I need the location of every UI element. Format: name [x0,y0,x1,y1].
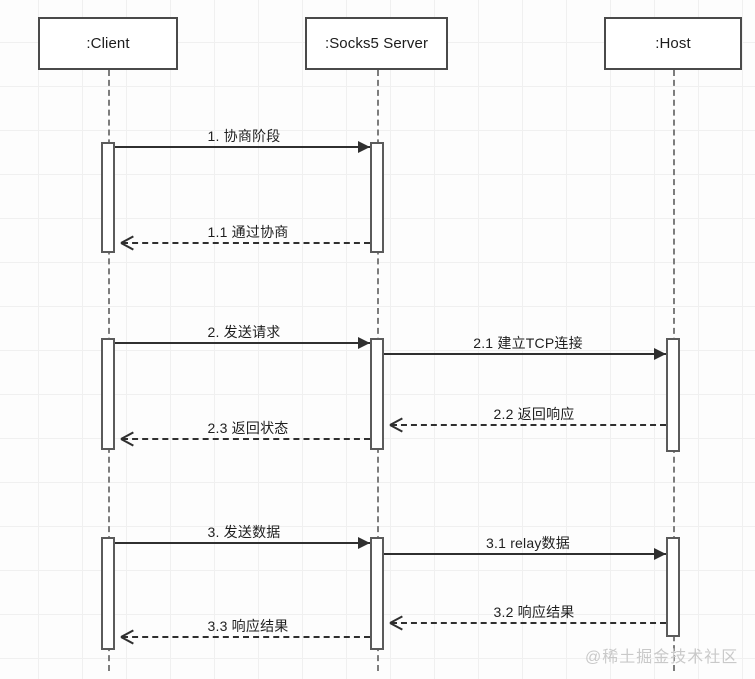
message-label-m3_2: 3.2 响应结果 [493,604,575,620]
message-label-m2_1: 2.1 建立TCP连接 [473,335,583,351]
arrow-head-right-icon-m2 [358,337,370,349]
message-label-m2: 2. 发送请求 [207,324,281,340]
message-label-m2_3: 2.3 返回状态 [207,420,289,436]
arrow-head-left-icon-m2_2 [390,418,403,431]
activation-bar-client[interactable] [101,142,115,253]
watermark: @稀土掘金技术社区 [585,649,739,666]
message-label-m3_1: 3.1 relay数据 [486,535,570,551]
message-label-m1_1: 1.1 通过协商 [207,224,289,240]
arrow-head-left-icon-m1_1 [121,236,134,249]
participant-box-server[interactable]: :Socks5 Server [305,17,448,70]
message-line-m2_3[interactable] [122,438,370,440]
activation-bar-server[interactable] [370,142,384,253]
message-line-m3_2[interactable] [391,622,666,624]
arrow-head-right-icon-m1 [358,141,370,153]
message-line-m1_1[interactable] [122,242,370,244]
participant-label-host: :Host [655,35,691,52]
activation-bar-client[interactable] [101,338,115,450]
arrow-head-left-icon-m3_2 [390,616,403,629]
activation-bar-server[interactable] [370,537,384,650]
message-label-m3_3: 3.3 响应结果 [207,618,289,634]
message-line-m3_1[interactable] [384,553,666,555]
participant-label-server: :Socks5 Server [324,35,429,52]
activation-bar-client[interactable] [101,537,115,650]
message-line-m2[interactable] [115,342,370,344]
participant-box-client[interactable]: :Client [38,17,178,70]
message-line-m2_1[interactable] [384,353,666,355]
message-label-m1: 1. 协商阶段 [207,128,281,144]
participant-box-host[interactable]: :Host [604,17,742,70]
message-line-m1[interactable] [115,146,370,148]
message-line-m2_2[interactable] [391,424,666,426]
activation-bar-host[interactable] [666,537,680,637]
arrow-head-right-icon-m3_1 [654,548,666,560]
arrow-head-right-icon-m2_1 [654,348,666,360]
arrow-head-left-icon-m3_3 [121,630,134,643]
participant-label-client: :Client [86,35,130,52]
activation-bar-server[interactable] [370,338,384,450]
message-line-m3[interactable] [115,542,370,544]
message-label-m3: 3. 发送数据 [207,524,281,540]
arrow-head-left-icon-m2_3 [121,432,134,445]
message-line-m3_3[interactable] [122,636,370,638]
arrow-head-right-icon-m3 [358,537,370,549]
activation-bar-host[interactable] [666,338,680,452]
message-label-m2_2: 2.2 返回响应 [493,406,575,422]
